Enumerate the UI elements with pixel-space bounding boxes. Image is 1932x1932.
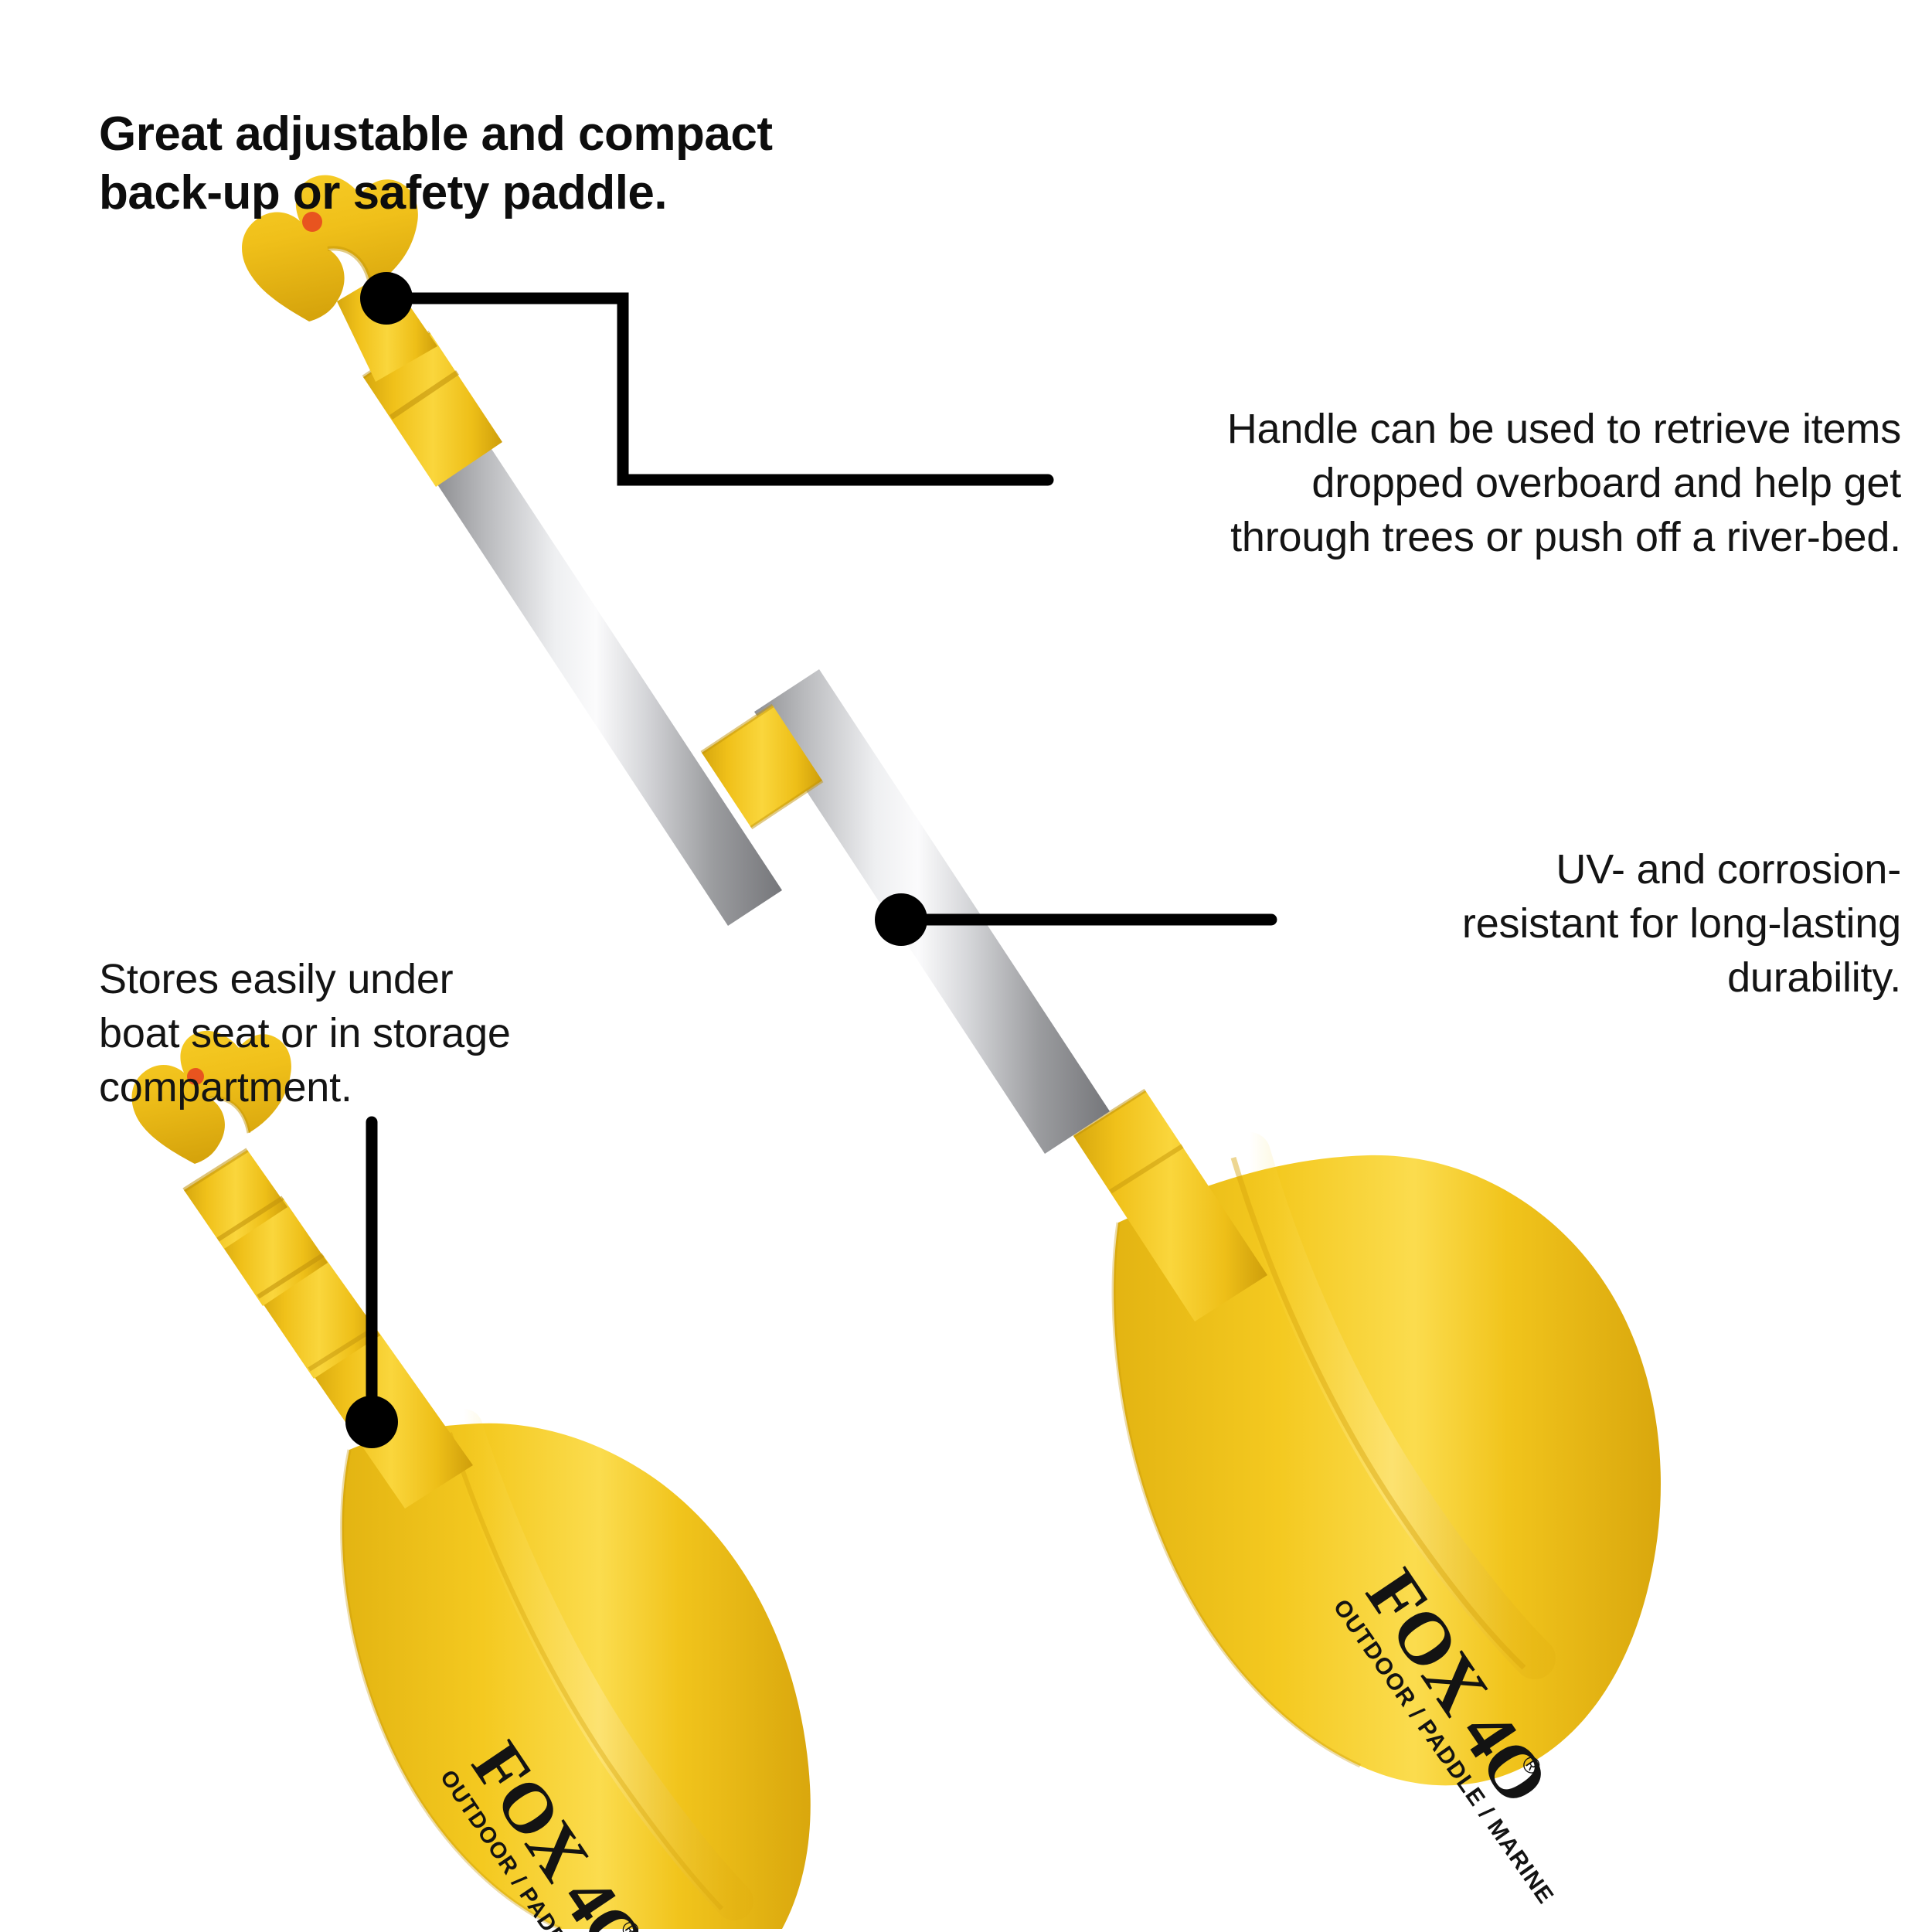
blade-socket-extended [1072, 1088, 1267, 1321]
callout-handle-line-3: through trees or push off a river-bed. [1230, 514, 1901, 561]
callout-storage-line-3: compartment. [99, 1064, 352, 1111]
t-handle-collapsed [131, 1030, 291, 1164]
paddle-blade-collapsed [340, 1409, 811, 1931]
callout-storage-line-1: Stores easily under [99, 956, 454, 1002]
callout-uv-line-3: durability. [1727, 954, 1901, 1002]
callout-handle-line-1: Handle can be used to retrieve items [1226, 406, 1901, 452]
callout-handle: Handle can be used to retrieve items dro… [742, 402, 1901, 565]
shaft-adjustment-collar [700, 703, 824, 830]
leader-storage [345, 1116, 398, 1448]
leader-handle [360, 272, 1054, 486]
headline-line-2: back-up or safety paddle. [99, 165, 668, 219]
callout-uv-line-1: UV- and corrosion- [1556, 846, 1901, 893]
leader-uv [875, 893, 1277, 946]
callout-uv-corrosion: UV- and corrosion- resistant for long-la… [974, 842, 1901, 1005]
leader-dot-handle [360, 272, 413, 325]
headline-line-1: Great adjustable and compact [99, 107, 773, 161]
headline: Great adjustable and compact back-up or … [99, 105, 910, 222]
paddle-blade-extended [1111, 1132, 1661, 1786]
leader-dot-storage [345, 1396, 398, 1448]
handle-vent-dot-collapsed [187, 1068, 204, 1085]
leader-dot-uv [875, 893, 927, 946]
callout-uv-line-2: resistant for long-lasting [1461, 900, 1901, 947]
callout-handle-line-2: dropped overboard and help get [1311, 460, 1901, 507]
paddle-shaft-extended [437, 449, 1110, 1154]
callout-storage-line-2: boat seat or in storage [99, 1010, 511, 1057]
handle-vent-dot [302, 212, 322, 232]
callout-storage: Stores easily under boat seat or in stor… [99, 952, 702, 1115]
